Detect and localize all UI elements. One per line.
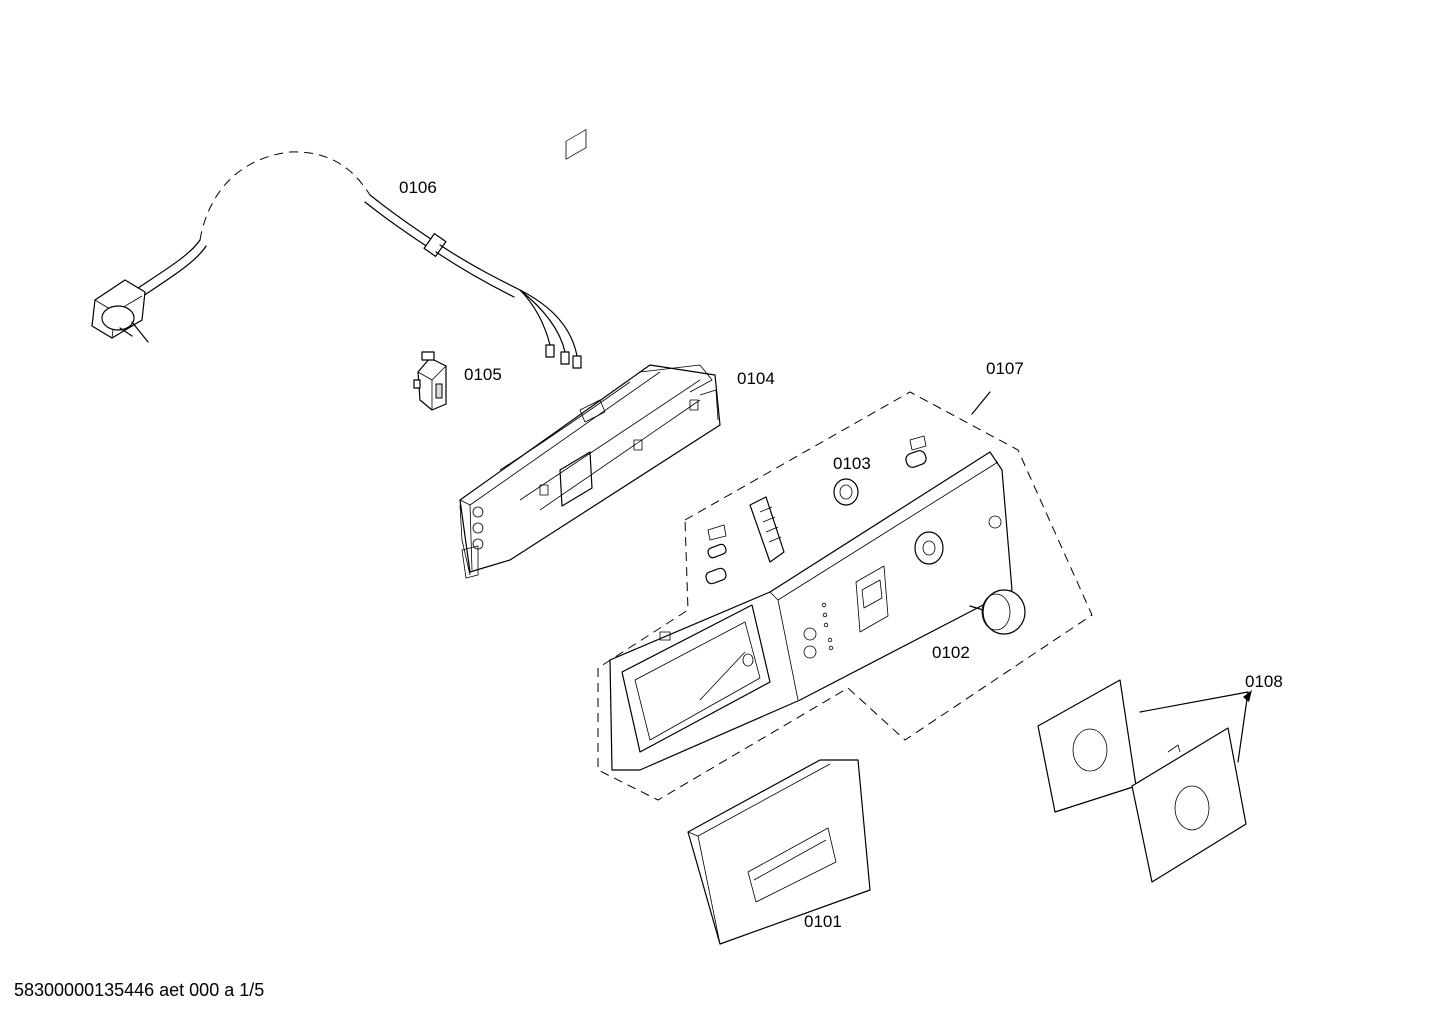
label-0107: 0107: [986, 359, 1024, 378]
leader-lines: [971, 391, 1252, 763]
part-0108-trim-plates: [1037, 679, 1247, 883]
document-id-footer: 58300000135446 aet 000 a 1/5: [14, 980, 265, 1000]
part-0105-switch: [413, 351, 447, 411]
control-panel-fascia: [609, 451, 1013, 771]
part-0104-control-module: [459, 129, 721, 579]
label-0104: 0104: [737, 369, 775, 388]
part-0101-drawer-handle: [687, 759, 871, 945]
label-0108: 0108: [1245, 672, 1283, 691]
part-0103-buttons: [705, 435, 927, 585]
part-0106-power-cord: [91, 151, 582, 369]
label-0105: 0105: [464, 365, 502, 384]
label-0101: 0101: [804, 912, 842, 931]
part-0102-knob: [969, 589, 1026, 635]
label-0103: 0103: [833, 454, 871, 473]
label-0106: 0106: [399, 178, 437, 197]
label-0102: 0102: [932, 643, 970, 662]
